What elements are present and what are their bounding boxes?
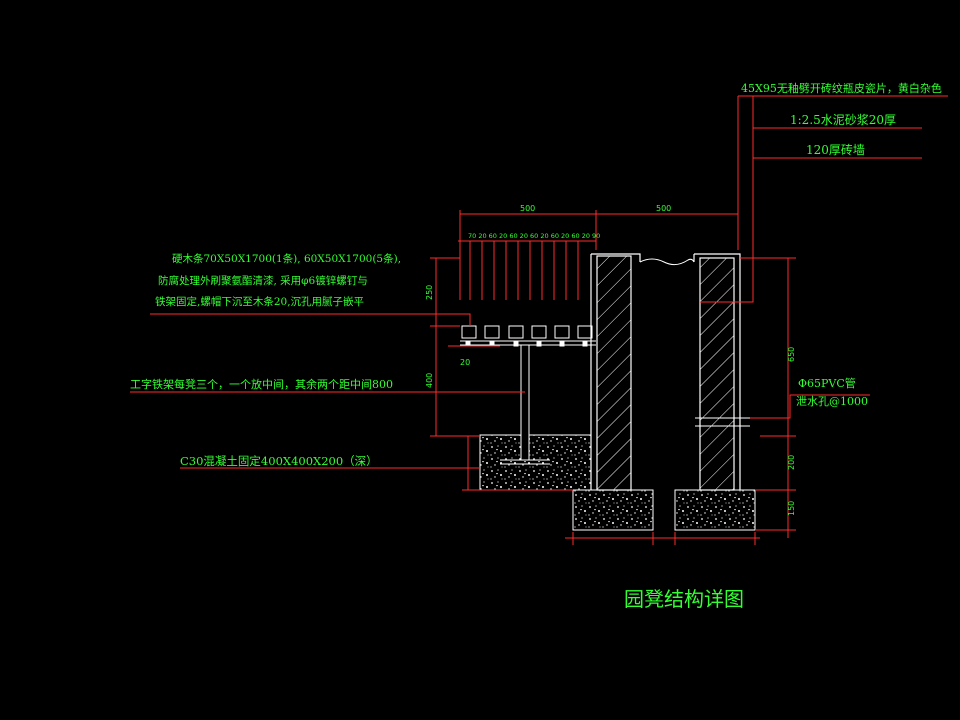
seat-note-line-1: 硬木条70X50X1700(1条), 60X50X1700(5条),: [172, 252, 401, 265]
soil-break-line: [639, 258, 695, 266]
left-brick-wall: [590, 253, 641, 491]
drawing-title: 园凳结构详图: [624, 587, 744, 611]
dim-right-middle: 200: [787, 455, 796, 470]
dim-top-right: 500: [656, 204, 671, 213]
mortar-note: 1:2.5水泥砂浆20厚: [790, 112, 896, 127]
dim-left-upper: 250: [425, 285, 434, 300]
seat-note-line-3: 铁架固定,螺帽下沉至木条20,沉孔用腻子嵌平: [155, 295, 364, 308]
dim-left-lower: 400: [425, 373, 434, 388]
right-brick-wall: [693, 253, 741, 491]
right-wall-footing: [674, 489, 756, 531]
dim-right-lower: 150: [787, 501, 796, 516]
dim-right-upper: 650: [787, 347, 796, 362]
dim-top-left: 500: [520, 204, 535, 213]
pvc-drain-pipe: [695, 417, 750, 427]
i-beam-frame: [460, 340, 596, 465]
footing-note: C30混凝土固定400X400X200（深）: [180, 454, 378, 468]
dim-slats: 70 20 60 20 60 20 60 20 60 20 60 20 90: [468, 232, 600, 240]
left-wall-footing: [572, 489, 654, 531]
wood-slats: [461, 325, 593, 339]
dim-gap: 20: [460, 358, 470, 367]
pipe-note-line-2: 泄水孔@1000: [796, 395, 868, 408]
brick-wall-note: 120厚砖墙: [806, 142, 865, 157]
pipe-note-line-1: Φ65PVC管: [798, 376, 856, 390]
frame-note: 工字铁架每凳三个，一个放中间，其余两个距中间800: [130, 377, 393, 391]
wall-finish-note: 45X95无釉劈开砖纹瓶皮瓷片，黄白杂色: [741, 81, 942, 95]
bench-concrete-footing: [479, 434, 592, 491]
leader-lines: [130, 95, 948, 545]
seat-note-line-2: 防腐处理外刷聚氨酯清漆, 采用φ6镀锌螺钉与: [158, 274, 368, 287]
